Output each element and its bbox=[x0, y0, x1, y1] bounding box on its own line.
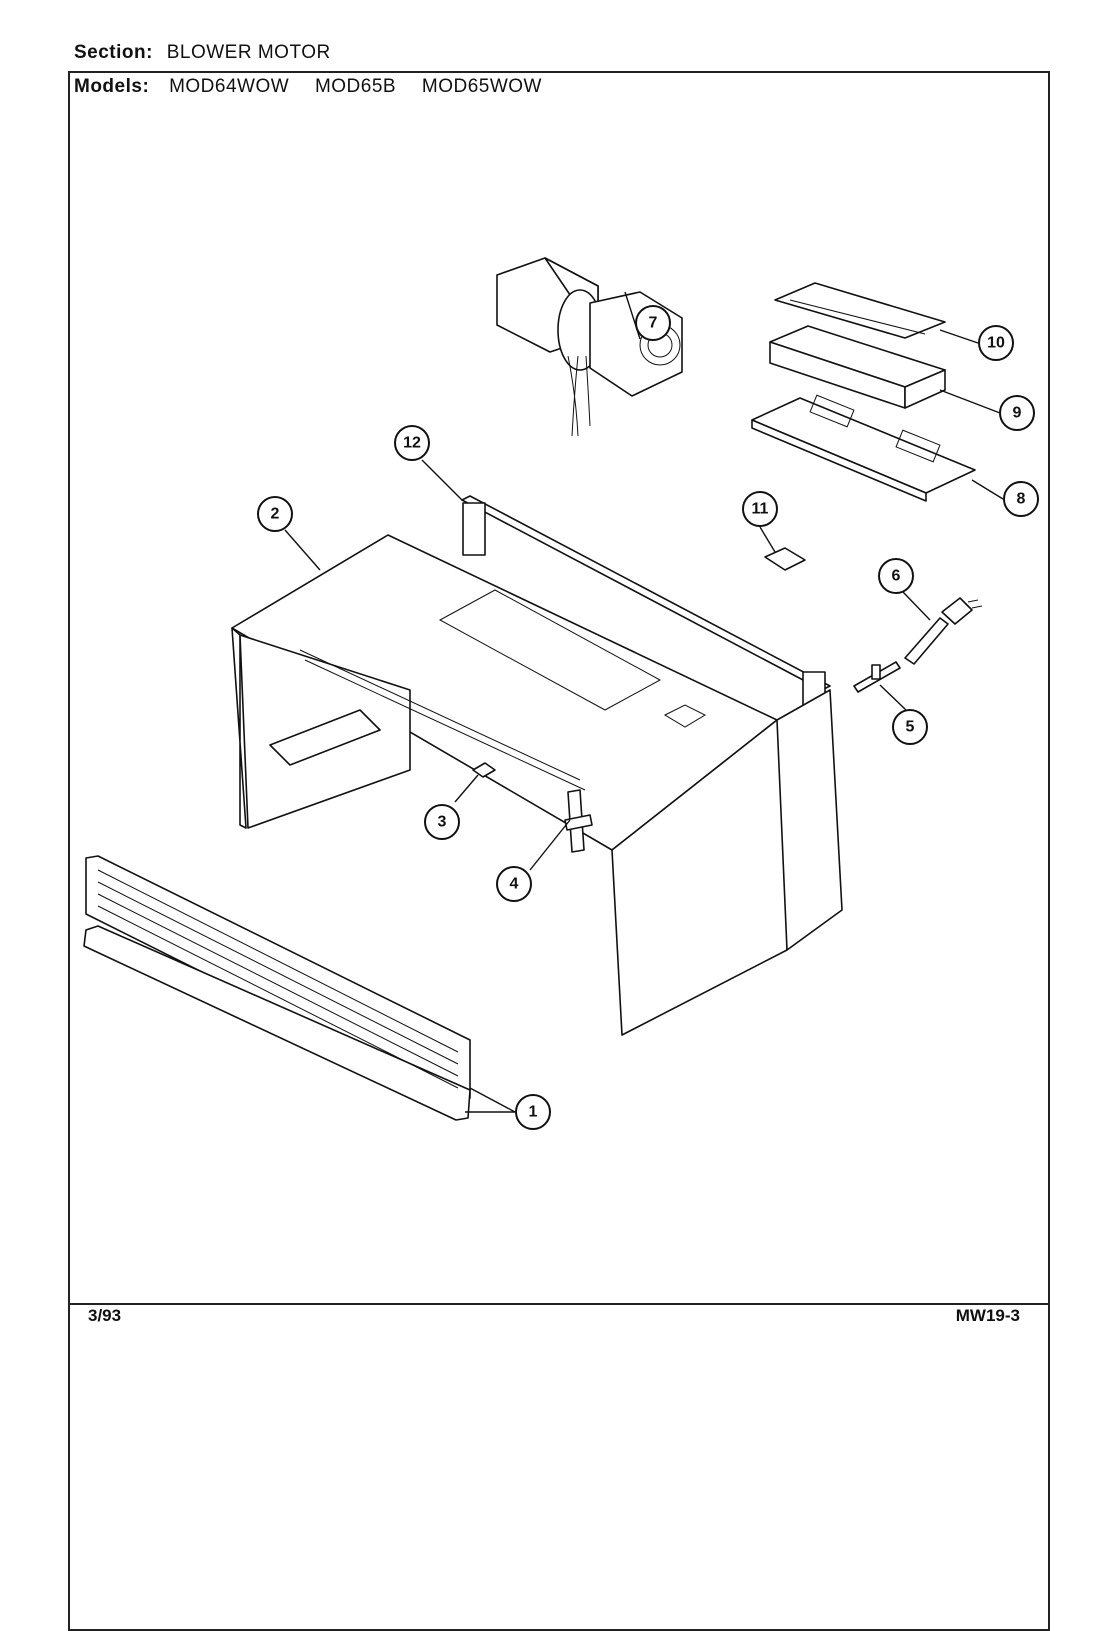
part-10-cover-plate bbox=[774, 282, 946, 339]
callout-7: 7 bbox=[635, 305, 671, 341]
part-6-power-cord bbox=[904, 597, 983, 665]
part-8-mount-plate bbox=[751, 394, 976, 502]
callout-11: 11 bbox=[742, 491, 778, 527]
part-9-duct bbox=[769, 325, 946, 409]
callout-12: 12 bbox=[394, 425, 430, 461]
models-label: Models: bbox=[74, 76, 150, 97]
part-7-blower-motor bbox=[496, 257, 683, 437]
callout-6: 6 bbox=[878, 558, 914, 594]
svg-text:11: 11 bbox=[752, 501, 769, 518]
part-2-cabinet bbox=[231, 534, 843, 1036]
page-code: MW19-3 bbox=[955, 1306, 1020, 1325]
callout-2: 2 bbox=[257, 496, 293, 532]
leader-lines bbox=[284, 291, 1004, 1113]
part-11-clip bbox=[764, 547, 806, 571]
callout-3: 3 bbox=[424, 804, 460, 840]
svg-text:10: 10 bbox=[987, 335, 1005, 352]
svg-text:4: 4 bbox=[510, 876, 519, 893]
part-1-grille bbox=[83, 855, 471, 1121]
section-heading: Section: BLOWER MOTOR bbox=[74, 42, 331, 64]
svg-text:8: 8 bbox=[1017, 491, 1026, 508]
callout-8: 8 bbox=[1003, 481, 1039, 517]
callout-9: 9 bbox=[999, 395, 1035, 431]
svg-text:3: 3 bbox=[438, 814, 447, 831]
part-3-clip bbox=[472, 762, 496, 778]
svg-text:7: 7 bbox=[649, 315, 658, 332]
callout-4: 4 bbox=[496, 866, 532, 902]
svg-text:2: 2 bbox=[271, 506, 280, 523]
callout-5: 5 bbox=[892, 709, 928, 745]
callout-1: 1 bbox=[515, 1094, 551, 1130]
svg-text:6: 6 bbox=[892, 568, 901, 585]
callout-10: 10 bbox=[978, 325, 1014, 361]
section-label: Section: bbox=[74, 42, 153, 63]
svg-text:9: 9 bbox=[1013, 405, 1022, 422]
exploded-parts-diagram: 1 2 3 4 5 6 7 8 9 10 11 12 bbox=[83, 257, 1039, 1130]
part-4-bracket bbox=[564, 789, 593, 853]
part-5-bracket bbox=[853, 661, 901, 693]
model-2: MOD65B bbox=[314, 76, 397, 97]
svg-text:1: 1 bbox=[529, 1104, 538, 1121]
svg-text:12: 12 bbox=[403, 435, 421, 452]
section-value: BLOWER MOTOR bbox=[166, 42, 331, 63]
date-code: 3/93 bbox=[88, 1306, 122, 1325]
models-heading: Models: MOD64WOW MOD65B MOD65WOW bbox=[74, 76, 542, 98]
svg-text:5: 5 bbox=[906, 719, 915, 736]
model-1: MOD64WOW bbox=[169, 76, 290, 97]
footer-divider bbox=[70, 1303, 1048, 1305]
model-3: MOD65WOW bbox=[421, 76, 542, 97]
